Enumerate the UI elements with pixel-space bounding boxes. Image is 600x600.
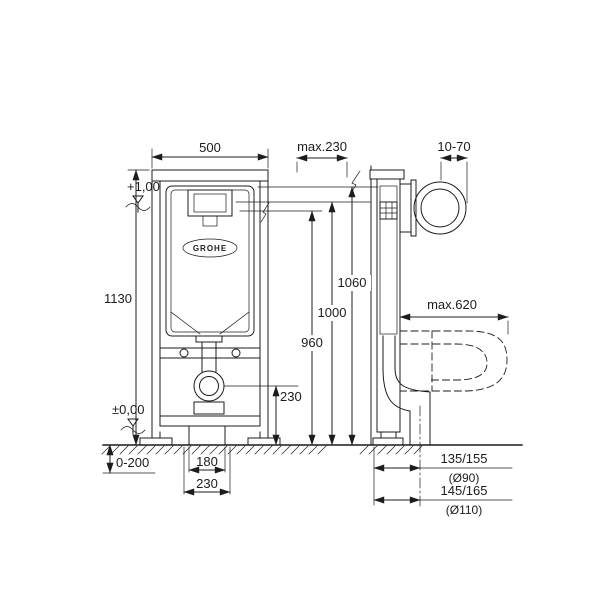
dim-drain-90: 135/155 (Ø90) (373, 451, 513, 485)
inspection-grid (379, 201, 398, 220)
dim-1070-label: 10-70 (437, 139, 470, 154)
dim-plate-range: 10-70 (437, 139, 471, 204)
flush-pipe-collar (195, 335, 223, 343)
dim-width: 500 (151, 140, 269, 169)
dim-height-960: 960 (296, 210, 328, 446)
dim-height: 1130 (104, 169, 150, 446)
actuator-plate-circle-outer (413, 181, 467, 235)
side-foot (372, 437, 404, 446)
outlet-bend-front (193, 370, 225, 415)
dim-180-label: 180 (196, 454, 218, 469)
dim-height-1000: 1000 (313, 201, 351, 446)
dim-bowl-depth: max.620 (399, 297, 509, 335)
side-frame-cap (369, 169, 405, 180)
dim-anchor-spacing: 180 (188, 446, 226, 474)
floor-hatching-left (101, 445, 327, 455)
front-foot-right (247, 437, 281, 446)
dim-feet-label: 0-200 (116, 455, 149, 470)
dim-outlet-height-label: 230 (280, 389, 302, 404)
cistern-funnel (170, 311, 250, 335)
front-view: GROHE (139, 169, 281, 446)
mounting-bracket (159, 347, 261, 359)
actuator-plate-circle-inner (420, 188, 460, 228)
bracket-bolt-right (231, 348, 241, 358)
dim-230-bottom-label: 230 (196, 476, 218, 491)
dim-width-label: 500 (199, 140, 221, 155)
dim-14565-label: 145/165 (441, 483, 488, 498)
dimensions: 500 1130 +1,00 ±0,00 0-200 (102, 139, 513, 517)
outlet-socket (193, 401, 225, 415)
level-top-label: +1,00 (127, 179, 160, 194)
dim-drain-110: 145/165 (Ø110) (373, 483, 513, 517)
wall-break-mark-side (348, 170, 361, 197)
level-floor-label: ±0,00 (112, 402, 144, 417)
dim-max620-label: max.620 (427, 297, 477, 312)
level-mark-top: +1,00 (125, 179, 160, 213)
cistern-front: GROHE (165, 185, 255, 373)
actuator-side (399, 179, 467, 237)
push-plate (410, 179, 417, 237)
level-mark-floor: ±0,00 (112, 402, 146, 435)
dim-feet-range: 0-200 (102, 444, 156, 474)
dim-d110-label: (Ø110) (446, 503, 482, 517)
dim-base-spacing: 230 (183, 446, 231, 496)
dim-960-label: 960 (301, 335, 323, 350)
front-bottom-crossbar (159, 415, 261, 427)
dim-max-depth: max.230 (296, 139, 348, 178)
bracket-bolt-left (179, 348, 189, 358)
cistern-side (379, 185, 398, 335)
dim-height-1060: 1060 (333, 186, 371, 446)
front-frame (139, 169, 281, 446)
side-view (348, 165, 508, 509)
floor-hatching-right (359, 445, 423, 455)
wc-bowl-outline (399, 330, 508, 392)
wall-break-mark-front (260, 202, 270, 223)
drain-pipe-side (382, 335, 431, 509)
dim-13555-label: 135/155 (441, 451, 488, 466)
front-foot-left (139, 437, 173, 446)
dim-d90-label: (Ø90) (449, 471, 480, 485)
dim-max230-label: max.230 (297, 139, 347, 154)
dim-1000-label: 1000 (318, 305, 347, 320)
dim-outlet-height: 230 (223, 385, 302, 446)
brand-logo-text: GROHE (193, 244, 227, 253)
brand-logo-oval (182, 238, 238, 258)
dim-1060-label: 1060 (338, 275, 367, 290)
dim-height-label: 1130 (104, 291, 132, 306)
